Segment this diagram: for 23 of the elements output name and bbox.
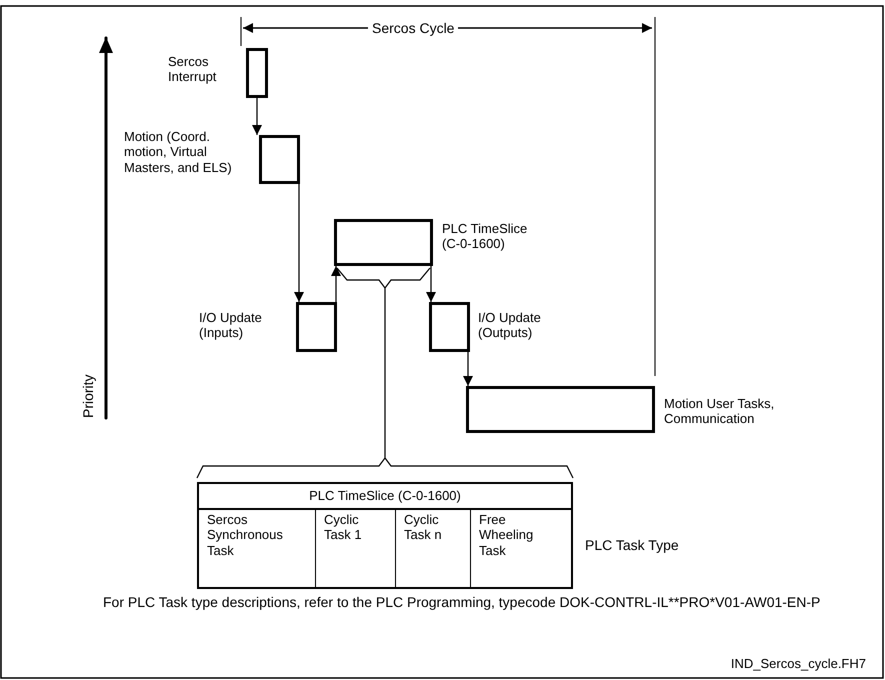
task-label: I/O Update (Inputs) [199,310,263,341]
arrow [463,352,473,386]
arrow [331,266,341,302]
bracket-connector [196,267,574,479]
axis-label: Priority [80,374,97,418]
table-header: PLC TimeSlice (C-0-1600) [199,484,571,510]
task-label: Motion (Coord. motion, Virtual Masters, and ELS) [124,129,233,175]
task-label: Motion User Tasks, Communication [664,396,776,427]
task-label: Sercos Interrupt [168,54,218,85]
dimension-label: Sercos Cycle [368,20,458,37]
table-cell: Cyclic Task n [395,508,470,587]
table-cell: Cyclic Task 1 [315,508,395,587]
row-label: PLC Task Type [585,537,679,554]
task-label: PLC TimeSlice (C-0-1600) [442,221,528,252]
task-table [197,482,573,589]
arrow [426,266,436,302]
file-name: IND_Sercos_cycle.FH7 [730,656,866,672]
task-label: I/O Update (Outputs) [478,310,542,341]
table-cell: Sercos Synchronous Task [199,508,315,587]
footnote: For PLC Task type descriptions, refer to the PLC Programming, typecode DOK-CONTRL-IL**PRO*V01-AW01-EN-P [103,594,822,611]
arrow [294,184,304,302]
arrow [252,98,262,135]
table-cell: Free Wheeling Task [470,508,571,587]
